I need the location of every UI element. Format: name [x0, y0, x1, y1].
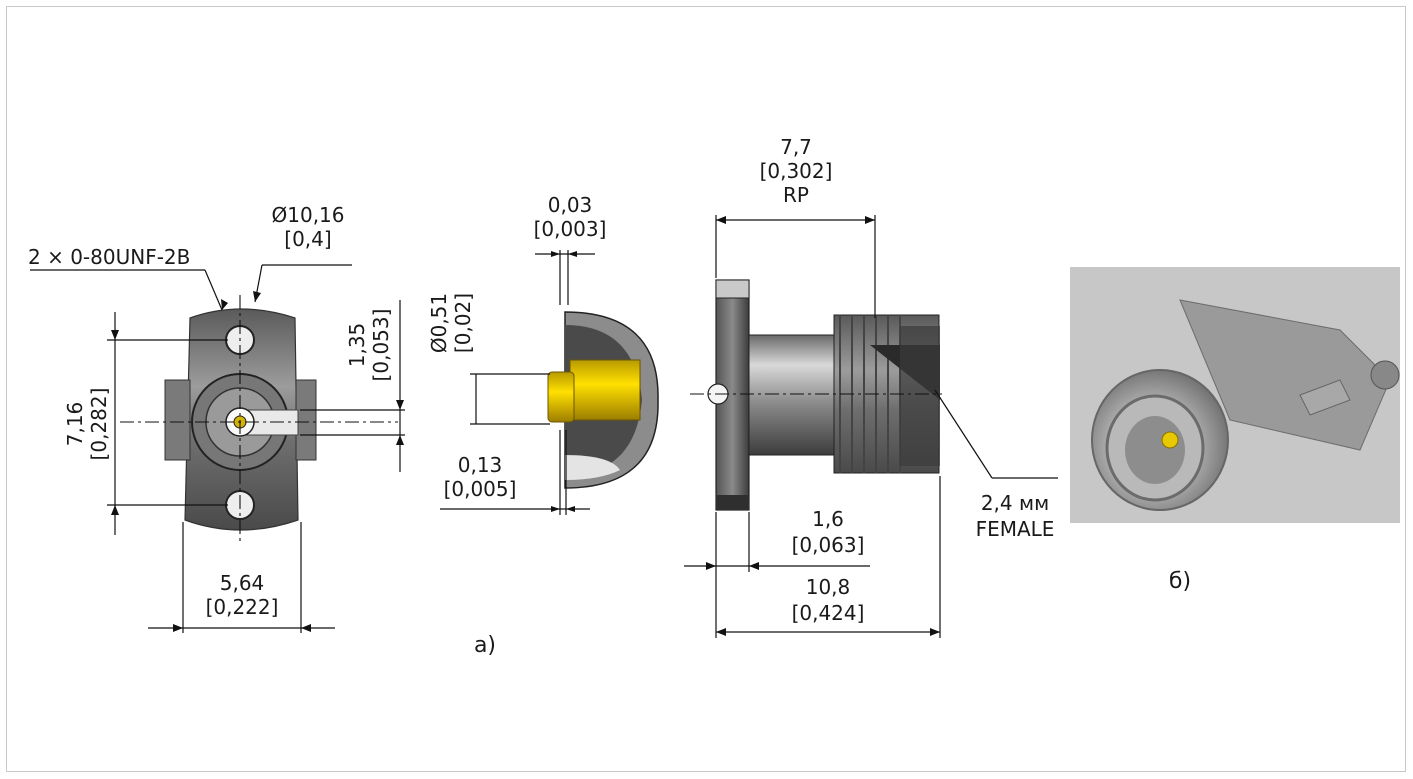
- photo-gold-contact: [1161, 431, 1179, 449]
- recess-label: 0,13: [458, 453, 503, 477]
- flange-thickness-label: 1,6: [812, 507, 844, 531]
- pin-diameter-inch-label: [0,02]: [451, 293, 475, 353]
- pin-offset-inch-label: [0,053]: [369, 309, 393, 382]
- flange-thickness-inch-label: [0,063]: [792, 533, 865, 557]
- front-width-inch-label: [0,222]: [206, 595, 279, 619]
- detail-gold-contact: [569, 359, 641, 421]
- pin-diameter-label: Ø0,51: [427, 293, 451, 353]
- caption-drawing: а): [474, 633, 496, 658]
- front-side-tab-right: [295, 379, 317, 461]
- thread-label: 2 × 0-80UNF-2B: [28, 245, 190, 269]
- pin-offset-label: 1,35: [345, 323, 369, 368]
- photo-flange: [1179, 299, 1391, 451]
- ref-length-type-label: RP: [783, 183, 809, 207]
- photo-bore-inner: [1125, 416, 1185, 484]
- photo-screw: [1299, 379, 1351, 416]
- caption-photo: б): [1169, 569, 1191, 594]
- ref-length-label: 7,7: [780, 135, 812, 159]
- flange-diameter-inch-label: [0,4]: [284, 227, 331, 251]
- connector-photo: [1070, 267, 1400, 523]
- front-side-tab-left: [164, 379, 191, 461]
- side-flange-top: [715, 279, 750, 299]
- gap-label: 0,03: [548, 193, 593, 217]
- side-view: 7,7 [0,302] RP 1,6 [0,063] 10,8 [0,424] …: [684, 135, 1058, 638]
- connector-size-label: 2,4 мм: [981, 491, 1049, 515]
- total-length-label: 10,8: [806, 575, 851, 599]
- gap-inch-label: [0,003]: [534, 217, 607, 241]
- front-width-label: 5,64: [220, 571, 265, 595]
- detail-gold-pin-tip: [547, 371, 575, 423]
- front-height-inch-label: [0,282]: [87, 388, 111, 461]
- recess-inch-label: [0,005]: [444, 477, 517, 501]
- connector-gender-label: FEMALE: [976, 517, 1055, 541]
- front-view: 7,16 [0,282] 5,64 [0,222] 1,35 [0,053] 2…: [28, 203, 405, 633]
- side-barrel: [748, 334, 835, 456]
- detail-housing-highlight: [565, 455, 620, 480]
- detail-view: 0,03 [0,003] Ø0,51 [0,02] 0,13 [0,005]: [427, 193, 659, 515]
- front-height-label: 7,16: [63, 402, 87, 447]
- photo-screw-head: [1370, 360, 1400, 390]
- ref-length-inch-label: [0,302]: [760, 159, 833, 183]
- total-length-inch-label: [0,424]: [792, 601, 865, 625]
- flange-diameter-label: Ø10,16: [272, 203, 345, 227]
- side-flange-bottom: [716, 495, 749, 510]
